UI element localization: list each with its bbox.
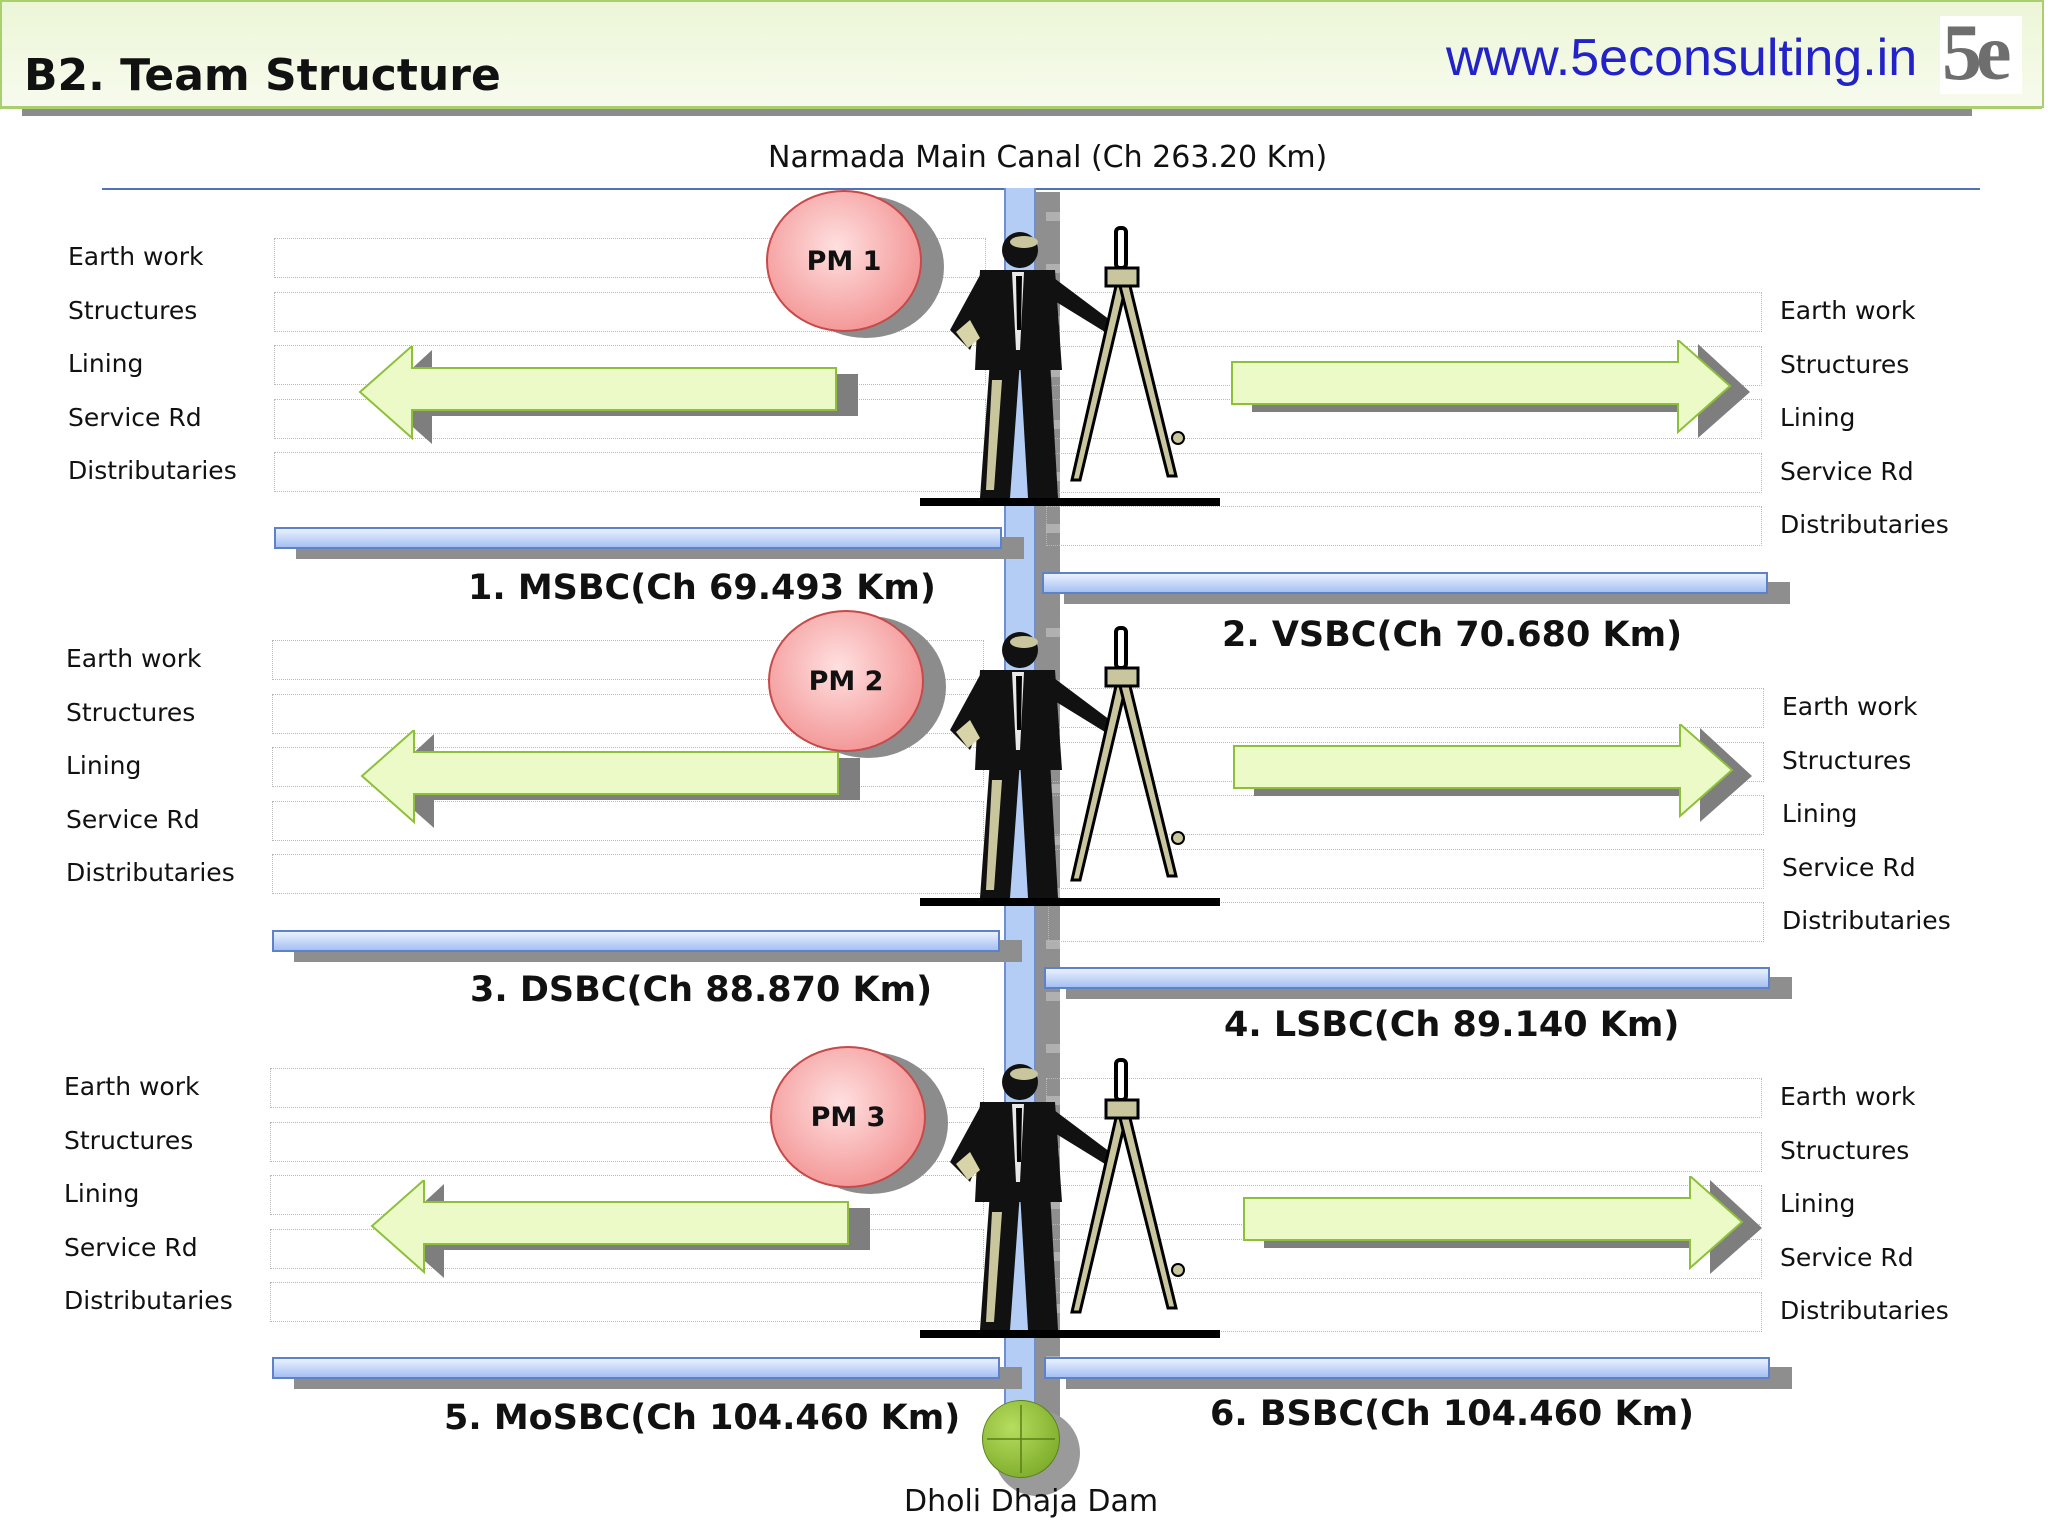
- task-row: [272, 800, 984, 841]
- canal-notch: [1046, 628, 1060, 637]
- task-label-distributaries: Distributaries: [1780, 510, 1949, 539]
- task-row: [274, 238, 986, 278]
- dam-label: Dholi Dhaja Dam: [904, 1484, 1159, 1519]
- branch-title: 2. VSBC(Ch 70.680 Km): [1222, 615, 1683, 655]
- canal-notch: [1046, 940, 1060, 949]
- branch-title: 1. MSBC(Ch 69.493 Km): [468, 568, 936, 608]
- dam-circle-icon: [982, 1400, 1060, 1478]
- arrow-left-icon: [370, 1180, 870, 1278]
- task-label-earth-work: Earth work: [1782, 692, 1918, 721]
- canal-notch: [1046, 212, 1060, 221]
- arrow-right-icon: [1243, 1176, 1762, 1274]
- branch-title: 5. MoSBC(Ch 104.460 Km): [444, 1398, 961, 1438]
- website-link[interactable]: www.5econsulting.in: [1446, 29, 1918, 87]
- task-label-structures: Structures: [66, 697, 196, 727]
- canal-notch: [1046, 1096, 1060, 1105]
- task-label-structures: Structures: [68, 295, 198, 325]
- arrow-right-icon: [1231, 340, 1750, 438]
- task-label-structures: Structures: [1780, 349, 1910, 379]
- project-manager-badge: PM 3: [770, 1046, 926, 1188]
- task-label-distributaries: Distributaries: [68, 456, 237, 485]
- task-label-lining: Lining: [64, 1179, 140, 1208]
- canal-notch: [1046, 1200, 1060, 1209]
- page-title: B2. Team Structure: [24, 50, 501, 101]
- task-label-service-rd: Service Rd: [1782, 852, 1916, 882]
- task-label-distributaries: Distributaries: [66, 858, 235, 887]
- task-row: [272, 854, 984, 894]
- task-row: [1048, 902, 1764, 942]
- task-label-distributaries: Distributaries: [1782, 906, 1951, 935]
- canal-notch: [1046, 1044, 1060, 1053]
- task-label-distributaries: Distributaries: [64, 1286, 233, 1315]
- header-shadow: [22, 106, 1972, 116]
- task-label-structures: Structures: [64, 1125, 194, 1155]
- task-row: [270, 1068, 984, 1108]
- project-manager-badge: PM 1: [766, 190, 922, 332]
- canal-line: [102, 188, 1980, 190]
- canal-notch: [1046, 264, 1060, 273]
- task-label-earth-work: Earth work: [68, 242, 204, 271]
- task-label-service-rd: Service Rd: [1780, 1242, 1914, 1272]
- task-label-distributaries: Distributaries: [1780, 1296, 1949, 1325]
- task-label-service-rd: Service Rd: [1780, 456, 1914, 486]
- header-bar: [0, 0, 2044, 108]
- task-row: [1046, 1078, 1762, 1118]
- surveyor-figure: [920, 226, 1220, 506]
- canal-notch: [1046, 524, 1060, 533]
- branch-canal-bar: [272, 1357, 1000, 1379]
- arrow-left-icon: [358, 346, 858, 444]
- task-row: [274, 452, 986, 492]
- task-label-earth-work: Earth work: [66, 644, 202, 673]
- task-row: [1046, 506, 1762, 546]
- task-label-service-rd: Service Rd: [64, 1232, 198, 1262]
- task-label-earth-work: Earth work: [1780, 1082, 1916, 1111]
- project-manager-badge: PM 2: [768, 610, 924, 752]
- branch-title: 4. LSBC(Ch 89.140 Km): [1224, 1005, 1680, 1045]
- task-label-lining: Lining: [1780, 403, 1856, 432]
- branch-canal-bar: [272, 930, 1000, 952]
- logo-background: [1940, 16, 2022, 94]
- branch-canal-bar: [274, 527, 1002, 549]
- branch-canal-bar: [1044, 967, 1770, 989]
- task-label-structures: Structures: [1782, 745, 1912, 775]
- task-label-lining: Lining: [68, 349, 144, 378]
- task-label-service-rd: Service Rd: [66, 804, 200, 834]
- task-row: [272, 640, 984, 680]
- task-label-lining: Lining: [66, 751, 142, 780]
- branch-canal-bar: [1042, 572, 1768, 594]
- arrow-left-icon: [360, 730, 860, 828]
- task-label-structures: Structures: [1780, 1135, 1910, 1165]
- canal-label: Narmada Main Canal (Ch 263.20 Km): [768, 140, 1328, 175]
- arrow-right-icon: [1233, 724, 1752, 822]
- company-logo: 5e: [1942, 9, 2011, 97]
- task-label-lining: Lining: [1780, 1189, 1856, 1218]
- task-label-lining: Lining: [1782, 799, 1858, 828]
- task-label-earth-work: Earth work: [64, 1072, 200, 1101]
- branch-canal-bar: [1044, 1357, 1770, 1379]
- canal-notch: [1046, 784, 1060, 793]
- surveyor-figure: [920, 1058, 1220, 1338]
- canal-notch: [1046, 992, 1060, 1001]
- branch-title: 3. DSBC(Ch 88.870 Km): [470, 970, 933, 1010]
- canal-notch: [1046, 368, 1060, 377]
- task-label-earth-work: Earth work: [1780, 296, 1916, 325]
- task-label-service-rd: Service Rd: [68, 402, 202, 432]
- surveyor-figure: [920, 626, 1220, 906]
- header-divider: [0, 106, 2042, 109]
- branch-title: 6. BSBC(Ch 104.460 Km): [1210, 1394, 1695, 1434]
